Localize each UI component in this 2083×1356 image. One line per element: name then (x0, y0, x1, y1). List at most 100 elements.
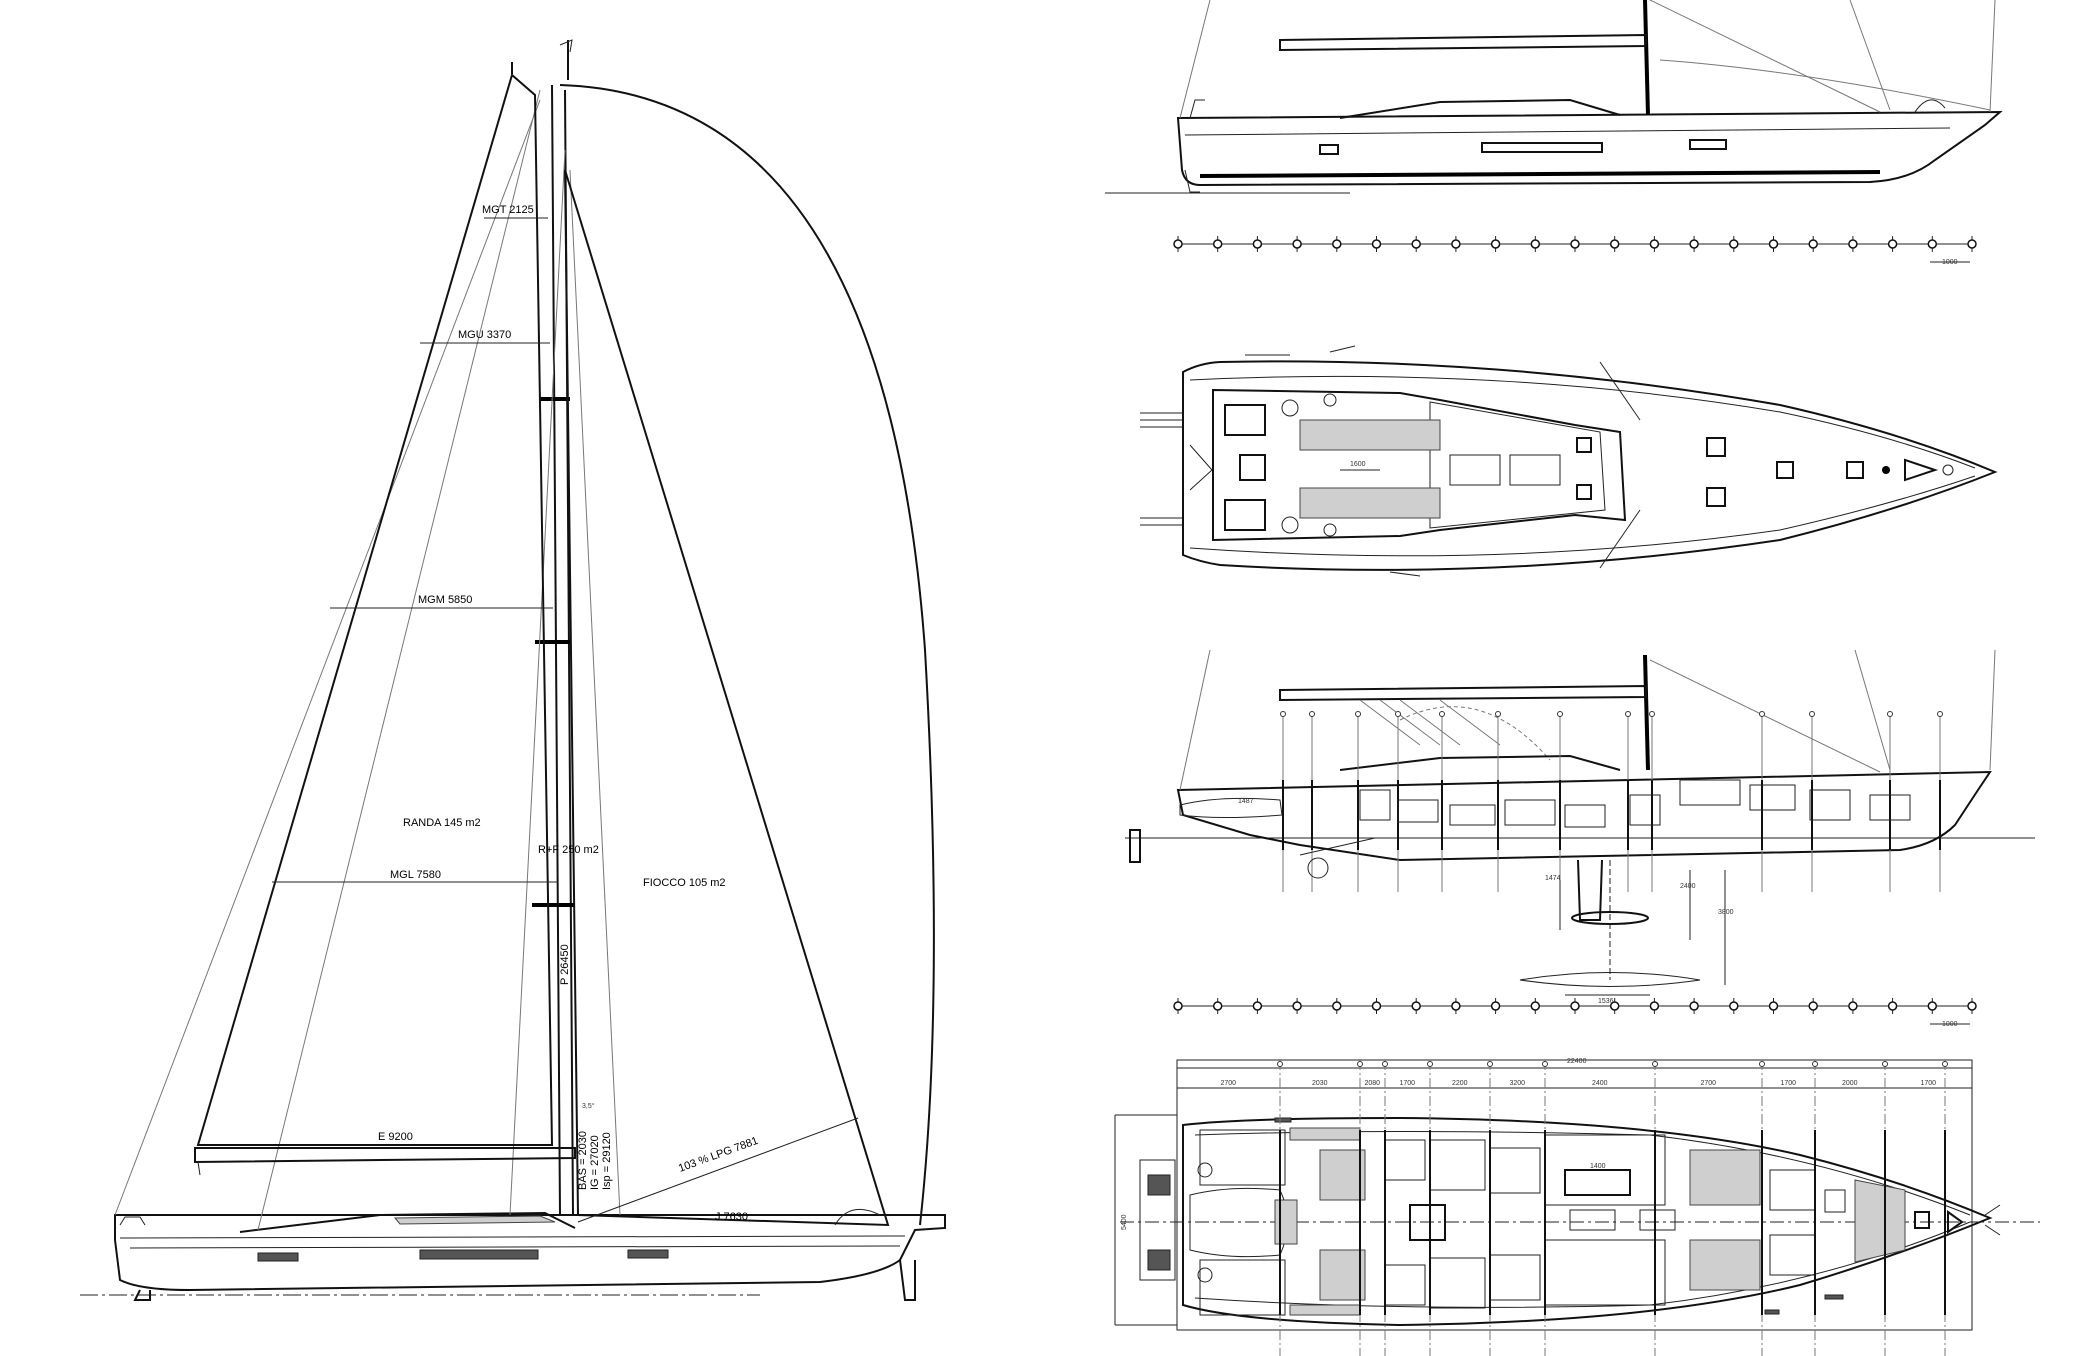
station-marker (1759, 711, 1765, 717)
bow-head (1824, 1189, 1846, 1213)
forward-cabin (1749, 784, 1796, 811)
propeller-icon (1307, 857, 1329, 879)
bow-roller-icon (1942, 464, 1954, 476)
winch-icon (1281, 399, 1299, 417)
station-marker (1309, 711, 1315, 717)
interior-boom (1279, 684, 1647, 702)
dining-bench (1639, 1209, 1676, 1231)
station-marker (1768, 239, 1779, 249)
section-marker (1812, 1061, 1818, 1067)
station-marker (1649, 711, 1655, 717)
backstay (114, 99, 541, 1216)
section-lines (1277, 1060, 1948, 1356)
boom-vang (197, 1161, 201, 1176)
interior-backstay (1179, 649, 1211, 791)
guest-cabin-floor (1319, 1149, 1366, 1201)
profile-coachroof (1339, 98, 1621, 119)
code-zero-sail (559, 84, 935, 1226)
deck-outline (1182, 360, 1998, 571)
saloon-seat-port (1489, 1147, 1541, 1194)
crew-cabin (1769, 1234, 1816, 1276)
profile-forestay (1649, 0, 1881, 113)
station-marker (1280, 711, 1286, 717)
forward-cabin-floor (1689, 1149, 1761, 1206)
winch-icon (1323, 523, 1337, 537)
saloon-table (1564, 1169, 1631, 1196)
deck-hatch (1706, 487, 1726, 507)
mast-step-icon (1882, 466, 1890, 474)
galley-stbd (1429, 1257, 1486, 1309)
section-marker (1382, 1061, 1388, 1067)
keel-dim-label: 1536 (1598, 998, 1614, 1005)
label-fiocco: FIOCCO 105 m2 (643, 877, 726, 889)
station-marker (1927, 239, 1938, 249)
profile-sheer (1184, 127, 1951, 136)
side-deck (1289, 1304, 1361, 1316)
guest-cabin-floor (1319, 1249, 1366, 1301)
profile-stay (1849, 0, 1891, 111)
station-marker (1967, 1001, 1977, 1011)
saloon-stbd (1544, 1239, 1666, 1306)
segment-dim-label: 2030 (1312, 1080, 1328, 1087)
interior-coachroof (1339, 754, 1621, 771)
segment-dim-label: 2700 (1221, 1080, 1237, 1087)
station-marker (1887, 711, 1893, 717)
deck-hatch (1776, 461, 1794, 479)
forward-cabin (1679, 779, 1741, 806)
boom (194, 1147, 576, 1164)
station-marker (1252, 1001, 1263, 1011)
profile-backstay (1179, 0, 1211, 119)
section-marker (1942, 1061, 1948, 1067)
station-marker (1292, 1001, 1302, 1011)
coachroof (239, 1211, 576, 1233)
label-rf: R+F 250 m2 (538, 844, 599, 856)
hull-window (419, 1249, 539, 1260)
station-marker (1212, 1001, 1223, 1011)
cockpit-table (1449, 454, 1501, 486)
station-marker (1292, 239, 1302, 249)
station-marker (1967, 239, 1977, 249)
rubrail-line (129, 1245, 901, 1249)
label-j: J 7630 (715, 1211, 748, 1223)
windex-icon (559, 39, 573, 53)
station-marker (1451, 239, 1461, 249)
segment-dim-label: 1700 (1921, 1080, 1937, 1087)
anchor-locker (1904, 458, 1939, 482)
profile-bootstripe (1199, 170, 1881, 178)
rudder-stub (133, 1289, 151, 1301)
station-marker (1609, 239, 1620, 249)
profile-rudder (1184, 169, 1200, 193)
station-marker (1490, 239, 1501, 249)
cockpit-table (1509, 454, 1561, 486)
station-marker-row: 1000 (1173, 998, 1977, 1028)
station-marker (1411, 239, 1421, 249)
cockpit-cushion (1299, 419, 1441, 451)
deck-hatch (1576, 437, 1592, 453)
deck-fitting (1274, 1117, 1292, 1123)
keel-label-c: 3800 (1718, 909, 1734, 916)
sail-plan: MGT 2125 MGU 3370 MGM 5850 RANDA 145 m2 … (80, 39, 946, 1301)
cockpit-outline (1212, 388, 1627, 542)
winch-icon (1197, 1162, 1213, 1178)
station-marker (1332, 239, 1342, 249)
side-deck (1289, 1127, 1361, 1141)
label-mgm: MGM 5850 (418, 594, 472, 606)
segment-dim-label: 2700 (1701, 1080, 1717, 1087)
label-p: P 26450 (559, 944, 571, 985)
tender-garage (1179, 797, 1283, 818)
segment-dim-label: 1700 (1781, 1080, 1797, 1087)
section-marker (1652, 1061, 1658, 1067)
aft-cabin-berth (1359, 789, 1391, 821)
label-mgt: MGT 2125 (482, 204, 534, 216)
station-marker (1570, 1001, 1580, 1011)
keel-bulb (1519, 972, 1701, 987)
deck-hatch (1706, 437, 1726, 457)
tender-cover (1274, 1199, 1298, 1245)
helm-station (1224, 499, 1266, 531)
station-marker (1808, 239, 1818, 249)
label-lpg: 103 % LPG 7881 (677, 1135, 760, 1175)
deck-hatch (1576, 484, 1592, 500)
keel-label-a: 1474 (1545, 875, 1561, 882)
